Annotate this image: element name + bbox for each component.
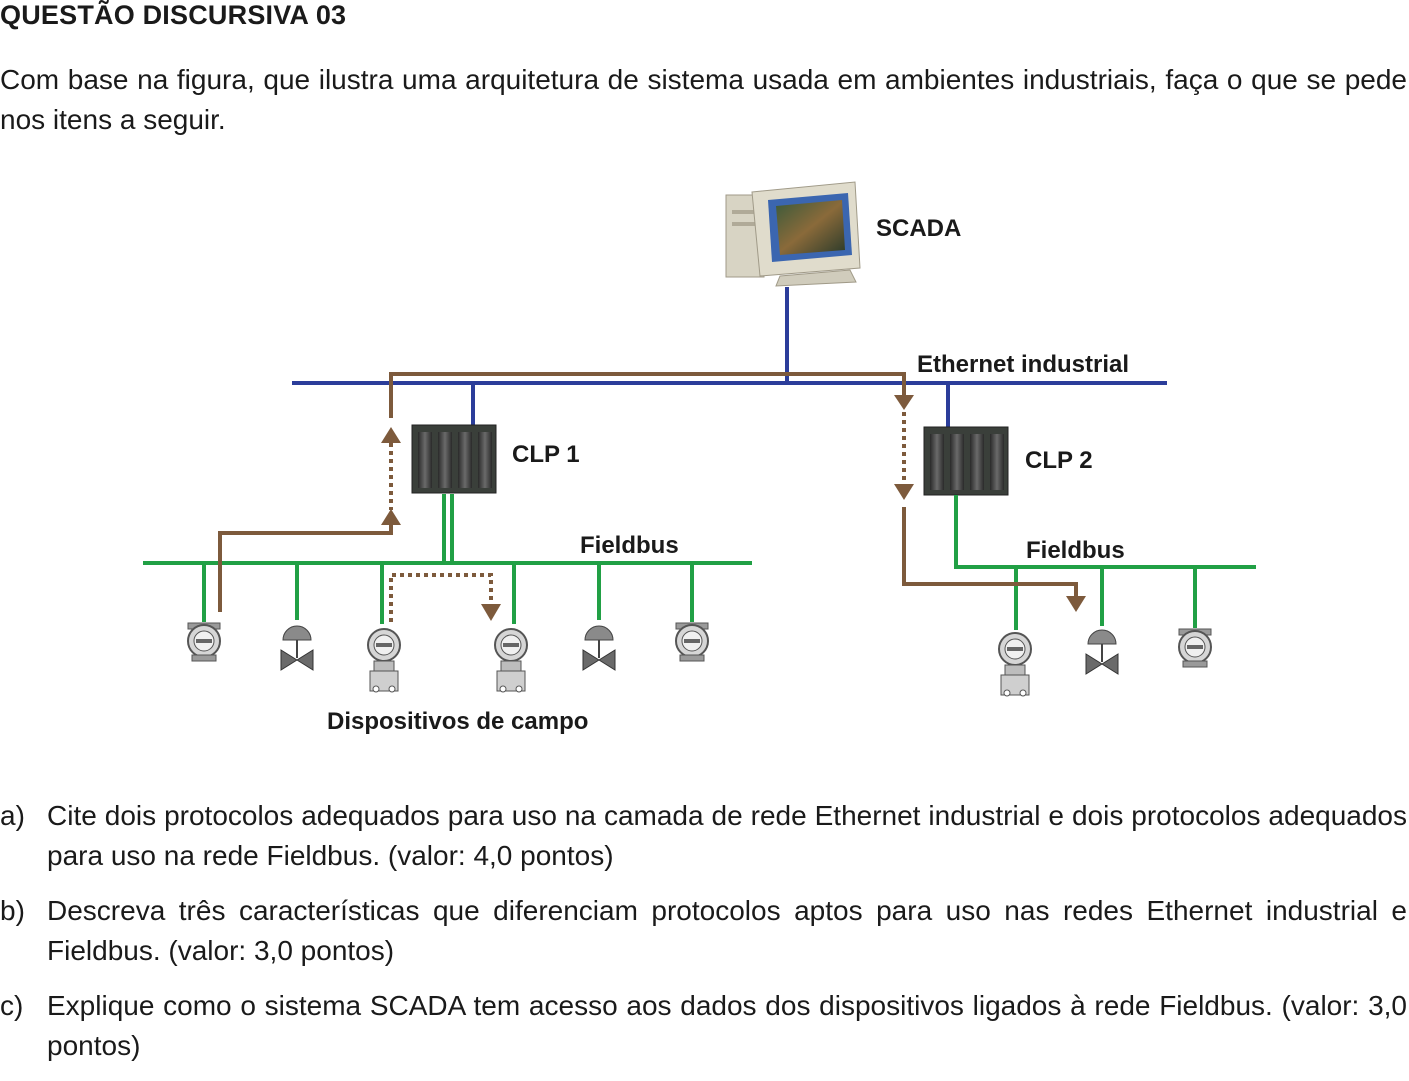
- devices-label: Dispositivos de campo: [327, 708, 588, 735]
- question-title: QUESTÃO DISCURSIVA 03: [0, 0, 347, 30]
- transmitter-icon: [675, 622, 709, 662]
- control-valve-icon: [1085, 629, 1119, 675]
- item-text: Explique como o sistema SCADA tem acesso…: [47, 990, 1407, 1061]
- question-item-c: c) Explique como o sistema SCADA tem ace…: [0, 986, 1407, 1066]
- data-flow-clp2-to-device: [902, 507, 1078, 597]
- fieldbus1-label: Fieldbus: [580, 532, 679, 559]
- pressure-transmitter-icon: [998, 632, 1032, 697]
- item-text: Cite dois protocolos adequados para uso …: [47, 800, 1407, 871]
- control-valve-icon: [280, 625, 314, 671]
- data-flow-device-to-clp1: [218, 524, 393, 612]
- question-item-b: b) Descreva três características que dif…: [0, 891, 1407, 971]
- arrow-down-icon: [481, 604, 501, 621]
- architecture-diagram: SCADA Ethernet industrial CLP 1 CLP 2: [143, 181, 1256, 735]
- clp2-plc-icon: [923, 426, 1009, 496]
- question-intro: Com base na figura, que ilustra uma arqu…: [0, 64, 1407, 135]
- transmitter-icon: [187, 622, 221, 662]
- item-letter: c): [0, 990, 24, 1021]
- arrow-down-icon: [894, 395, 914, 410]
- scada-computer-icon: [725, 181, 861, 287]
- fieldbus2-label: Fieldbus: [1026, 537, 1125, 564]
- control-valve-icon: [582, 625, 616, 671]
- transmitter-icon: [1178, 628, 1212, 668]
- clp1-label: CLP 1: [512, 441, 580, 468]
- arrow-up-icon: [381, 509, 401, 525]
- arrow-up-icon: [381, 427, 401, 443]
- pressure-transmitter-icon: [367, 628, 401, 693]
- pressure-transmitter-icon: [494, 628, 528, 693]
- item-letter: a): [0, 800, 25, 831]
- ethernet-label: Ethernet industrial: [917, 351, 1129, 378]
- architecture-figure: SCADA Ethernet industrial CLP 1 CLP 2: [0, 170, 1409, 750]
- item-letter: b): [0, 895, 25, 926]
- arrow-down-icon: [894, 484, 914, 500]
- arrow-down-icon: [1066, 596, 1086, 612]
- clp1-plc-icon: [411, 424, 497, 494]
- data-flow-device-to-device: [389, 573, 493, 622]
- clp2-label: CLP 2: [1025, 447, 1093, 474]
- data-flow-ethernet: [389, 372, 906, 418]
- scada-label: SCADA: [876, 215, 961, 242]
- question-items: a) Cite dois protocolos adequados para u…: [0, 796, 1407, 1081]
- item-text: Descreva três características que difere…: [47, 895, 1407, 966]
- question-item-a: a) Cite dois protocolos adequados para u…: [0, 796, 1407, 876]
